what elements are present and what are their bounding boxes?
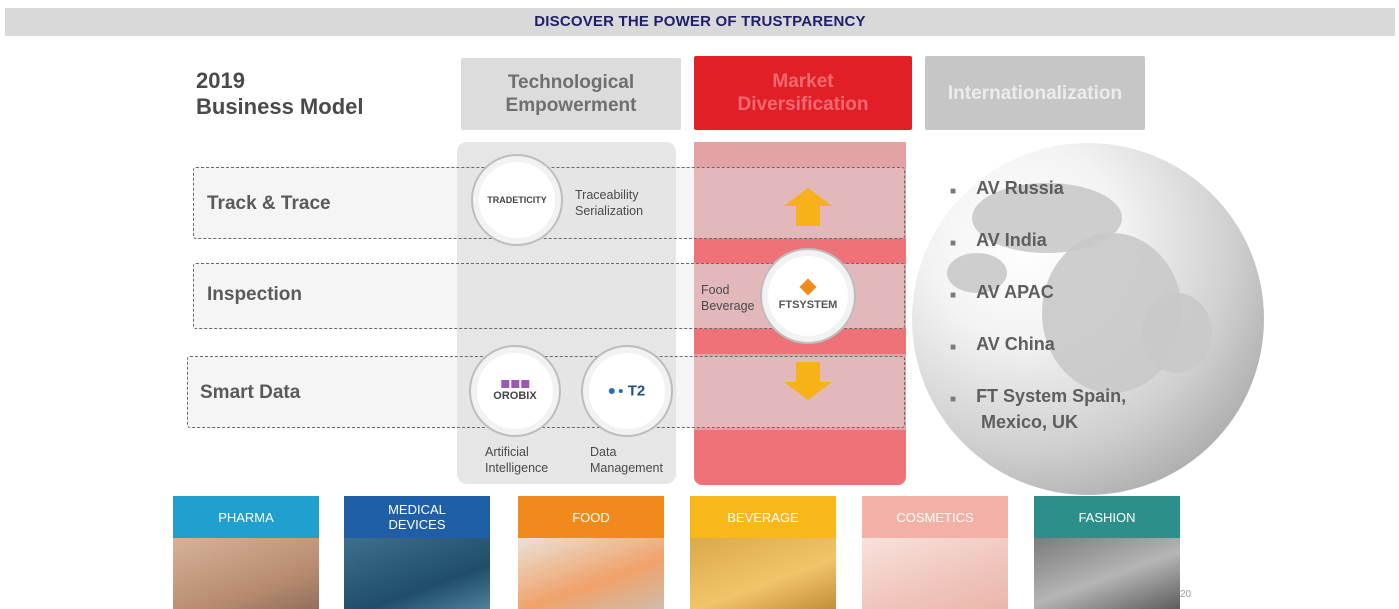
t2-caption: Data Management: [590, 444, 663, 476]
medical-devices-photo: [344, 538, 490, 609]
list-item: ■ FT System Spain,: [950, 386, 1127, 406]
sector-label-line1: BEVERAGE: [727, 509, 799, 525]
list-item: ■ AV India: [950, 230, 1047, 250]
sector-label-line1: PHARMA: [218, 509, 274, 525]
caption-line2: Beverage: [701, 299, 755, 313]
banner: DISCOVER THE POWER OF TRUSTPARENCY: [5, 8, 1395, 36]
up-arrow-icon: [784, 188, 832, 226]
beverage-photo: [690, 538, 836, 609]
ftsystem-caption: Food Beverage: [701, 282, 755, 314]
sector-label-line2: DEVICES: [388, 517, 446, 532]
food-photo: [518, 538, 664, 609]
t2-software-logo: T2: [583, 347, 671, 435]
list-item-continued: Mexico, UK: [950, 411, 1126, 433]
list-item-text: FT System Spain,: [976, 386, 1127, 406]
sector-label: COSMETICS: [862, 496, 1008, 538]
column-header-technological: Technological Empowerment: [461, 58, 681, 130]
sector-tile-medical-devices: MEDICAL DEVICES: [344, 496, 490, 609]
tradeticity-logo-text: TRADETICITY: [487, 195, 547, 205]
page-title: 2019 Business Model: [196, 68, 363, 120]
globe-icon: [912, 143, 1264, 495]
sector-tile-cosmetics: COSMETICS: [862, 496, 1008, 609]
orobix-logo-text: OROBIX: [493, 390, 537, 402]
column-header-line1: Internationalization: [947, 82, 1123, 104]
sector-label: PHARMA: [173, 496, 319, 538]
pharma-photo: [173, 538, 319, 609]
international-list: ■ AV Russia ■ AV India ■ AV APAC ■ AV Ch…: [950, 177, 1126, 433]
banner-title: DISCOVER THE POWER OF TRUSTPARENCY: [534, 13, 866, 30]
column-header-market: Market Diversification: [694, 56, 912, 130]
caption-line1: Data: [590, 445, 617, 459]
ftsystem-logo-text: FTSYSTEM: [778, 299, 838, 311]
tradeticity-caption: Traceability Serialization: [575, 187, 643, 219]
list-item: ■ AV Russia: [950, 178, 1064, 198]
caption-line1: Food: [701, 283, 730, 297]
list-item-text: Mexico, UK: [981, 412, 1079, 432]
t2-logo-text: T2: [627, 382, 646, 400]
column-header-line2: Empowerment: [505, 95, 637, 116]
list-item: ■ AV APAC: [950, 282, 1054, 302]
caption-line1: Traceability: [575, 188, 639, 202]
sector-label-line1: COSMETICS: [896, 509, 974, 525]
sector-label: FOOD: [518, 496, 664, 538]
column-header-international: Internationalization: [925, 56, 1145, 130]
down-arrow-icon: [784, 362, 832, 400]
sector-tile-beverage: BEVERAGE: [690, 496, 836, 609]
caption-line2: Intelligence: [485, 461, 549, 475]
caption-line2: Serialization: [575, 204, 644, 218]
sector-tile-pharma: PHARMA: [173, 496, 319, 609]
list-item-text: AV India: [976, 230, 1047, 250]
sector-label-line1: FOOD: [572, 509, 610, 525]
orobix-caption: Artificial Intelligence: [485, 444, 548, 476]
orobix-logo: OROBIX: [471, 347, 559, 435]
sector-label: FASHION: [1034, 496, 1180, 538]
fashion-photo: [1034, 538, 1180, 609]
caption-line2: Management: [590, 461, 663, 475]
sector-tile-food: FOOD: [518, 496, 664, 609]
list-item: ■ AV China: [950, 334, 1055, 354]
list-item-text: AV China: [976, 334, 1055, 354]
list-item-text: AV APAC: [976, 282, 1054, 302]
page-number: 20: [1180, 589, 1192, 600]
title-year: 2019: [196, 68, 245, 93]
sector-label: BEVERAGE: [690, 496, 836, 538]
caption-line1: Artificial: [485, 445, 529, 459]
sector-tile-fashion: FASHION: [1034, 496, 1180, 609]
column-header-line1: Technological: [507, 72, 635, 93]
row-label-track-trace: Track & Trace: [207, 193, 331, 214]
tradeticity-logo: TRADETICITY: [473, 156, 561, 244]
ftsystem-logo: FTSYSTEM: [762, 250, 854, 342]
row-label-smart-data: Smart Data: [200, 382, 301, 403]
sector-label: MEDICAL DEVICES: [344, 496, 490, 538]
list-item-text: AV Russia: [976, 178, 1064, 198]
column-header-line2: Diversification: [737, 94, 869, 115]
sector-label-line1: MEDICAL: [388, 502, 446, 517]
sector-label-line1: FASHION: [1078, 509, 1136, 525]
cosmetics-photo: [862, 538, 1008, 609]
row-label-inspection: Inspection: [207, 284, 303, 305]
column-header-line1: Market: [772, 71, 834, 92]
title-subtitle: Business Model: [196, 94, 364, 119]
